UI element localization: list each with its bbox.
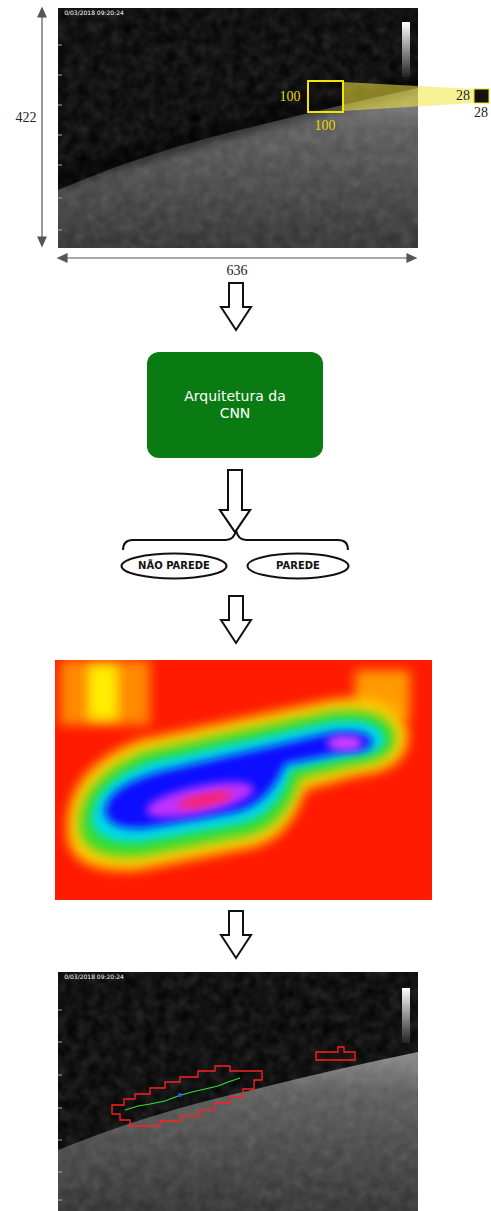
flow-arrow bbox=[220, 470, 250, 532]
node-text: NÃO PAREDE bbox=[138, 560, 210, 572]
node-text: Arquitetura da CNN bbox=[180, 388, 290, 422]
dimension-label: 636 bbox=[227, 264, 248, 278]
class-ellipse: NÃO PAREDE bbox=[120, 552, 228, 580]
ultrasound-image bbox=[58, 8, 418, 248]
dimension-label: 28 bbox=[474, 106, 488, 120]
timestamp: 0/03/2018 09:20:24 bbox=[64, 974, 124, 980]
dimension-label: 28 bbox=[456, 89, 470, 103]
process-box: Arquitetura da CNN bbox=[147, 352, 323, 458]
class-ellipse: PAREDE bbox=[246, 552, 350, 580]
zoom-beam bbox=[343, 82, 474, 111]
patch-box bbox=[308, 81, 343, 112]
dimension-label: 100 bbox=[315, 119, 336, 133]
patch-sample bbox=[474, 89, 489, 103]
dimension-label: 100 bbox=[280, 90, 301, 104]
heatmap bbox=[55, 660, 432, 900]
node-text: PAREDE bbox=[276, 560, 320, 572]
ultrasound-result bbox=[58, 972, 418, 1211]
dimension-label: 422 bbox=[16, 111, 37, 125]
flow-arrow bbox=[220, 470, 250, 532]
timestamp: 0/03/2018 09:20:24 bbox=[64, 10, 124, 16]
dimension-arrows bbox=[38, 8, 416, 262]
